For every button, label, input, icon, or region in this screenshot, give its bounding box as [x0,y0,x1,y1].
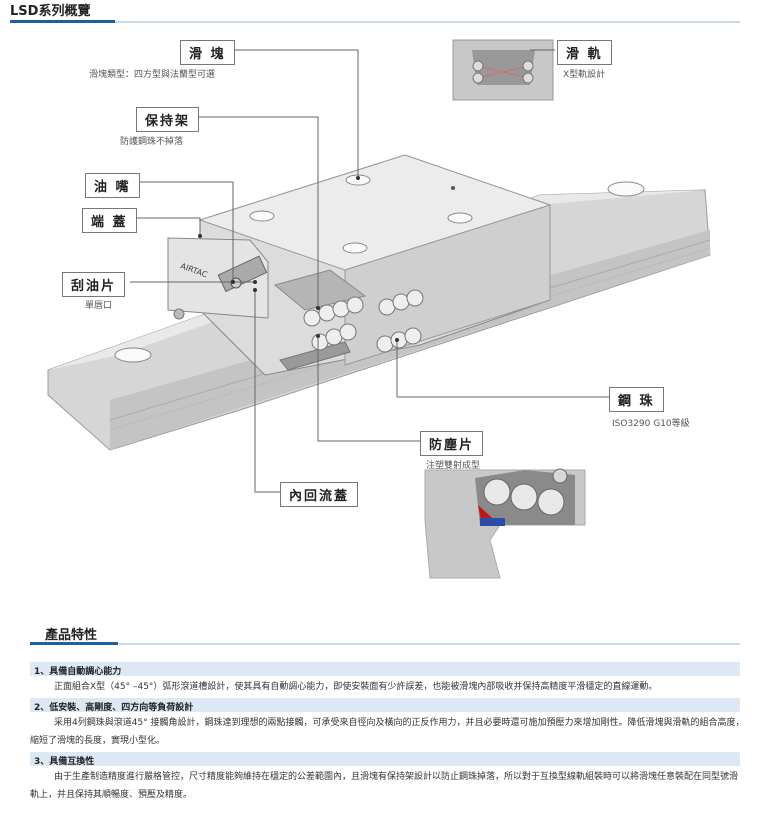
label-inner-return: 內回流蓋 [280,482,359,507]
rail-top [48,190,705,370]
section-title: LSD系列概覽 [10,4,91,19]
dust-seal-inset [424,468,586,579]
label-rail-desc: X型軌設計 [563,70,606,80]
rail-hole-left [114,347,152,363]
feature-body-1: 正面組合X型（45° –45°）弧形滾道槽設計，使其具有自動調心能力，即使安裝面… [54,682,658,692]
feature-body-3: 由于生產制造精度進行嚴格管控，尺寸精度能夠維持在穩定的公差範圍內，且滑塊有保持架… [30,772,739,800]
label-dust-seal-desc: 注塑雙射成型 [426,461,481,471]
features-rule [30,642,118,645]
retainer [273,269,367,311]
label-slider-desc: 滑塊類型：四方型與法蘭型可選 [89,70,216,80]
label-steel-ball: 鋼 珠 [609,387,664,412]
label-rail: 滑 軌 [557,40,612,65]
label-dust-seal: 防塵片 [420,431,484,456]
end-cap [167,237,269,319]
feature-heading-1: 1、具備自動調心能力 [30,662,740,677]
feature-heading-2: 2、低安裝、高剛度、四方向等負荷設計 [30,698,740,713]
label-steel-ball-desc: ISO3290 G10等級 [612,419,690,429]
label-retainer: 保持架 [136,107,200,132]
section-rule-light [115,21,740,23]
features-rule-light [118,643,740,645]
section-rule [10,20,115,23]
linear-guide-illustration: AIRTAC [47,39,711,579]
label-slider: 滑 塊 [180,40,235,65]
label-retainer-desc: 防護鋼珠不掉落 [120,137,184,147]
label-scraper: 刮油片 [62,272,126,297]
label-scraper-desc: 單唇口 [85,301,113,311]
feature-heading-3: 3、具備互換性 [30,752,740,767]
label-grease-nipple: 油 嘴 [85,173,140,198]
steel-balls [303,289,424,353]
leader-lines [130,49,609,493]
rail-section-inset [452,39,554,101]
label-end-cap: 端 蓋 [82,208,137,233]
features-title: 產品特性 [45,628,98,643]
rail-hole-right [607,181,645,197]
feature-body-2: 采用4列鋼珠與滾道45° 接觸角設計，鋼珠達到理想的兩點接觸，可承受來自徑向及橫… [30,718,745,746]
